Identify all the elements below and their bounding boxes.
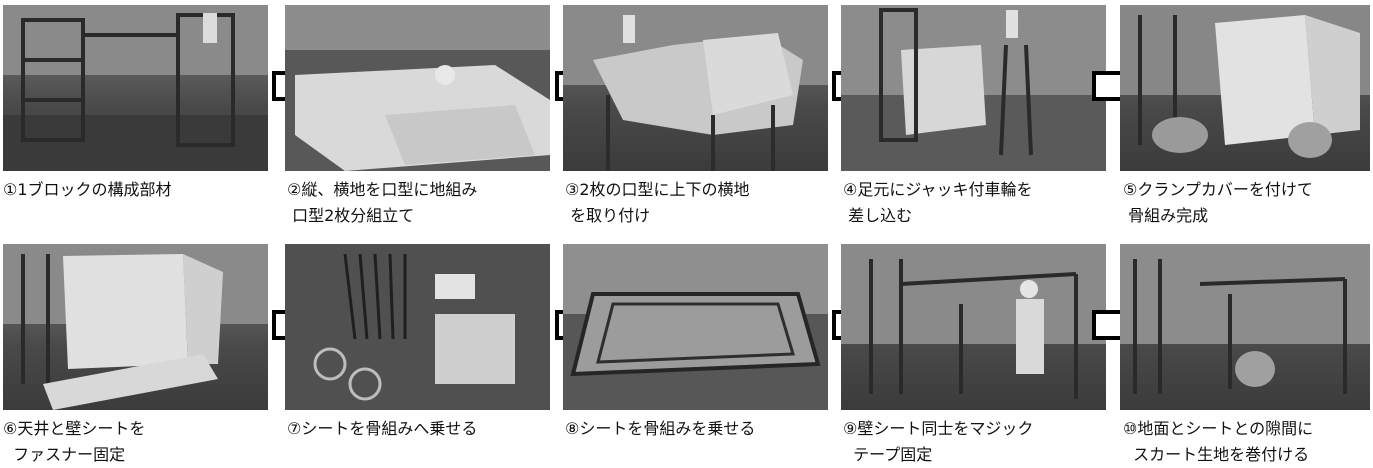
step-2-photo bbox=[285, 5, 550, 171]
step-9-photo bbox=[841, 244, 1106, 410]
step-7-photo bbox=[285, 244, 550, 410]
step-2-caption: ②縦、横地を口型に地組み 口型2枚分組立て bbox=[287, 180, 478, 225]
step-1-caption: ①1ブロックの構成部材 bbox=[3, 180, 172, 199]
step-3-caption: ③2枚の口型に上下の横地 を取り付け bbox=[565, 180, 750, 225]
step-1-photo bbox=[3, 5, 268, 171]
step-5-caption: ⑤クランプカバーを付けて 骨組み完成 bbox=[1123, 180, 1313, 225]
step-9-caption: ⑨壁シート同士をマジック テープ固定 bbox=[843, 419, 1034, 464]
step-6-caption: ⑥天井と壁シートを ファスナー固定 bbox=[3, 419, 146, 464]
step-8-caption: ⑧シートを骨組みを乗せる bbox=[565, 419, 756, 438]
step-10-photo bbox=[1120, 244, 1370, 410]
step-10-caption: ⑩地面とシートとの隙間に スカート生地を巻付ける bbox=[1123, 419, 1314, 464]
step-4-photo bbox=[841, 5, 1106, 171]
step-6-photo bbox=[3, 244, 268, 410]
step-3-photo bbox=[563, 5, 828, 171]
step-4-caption: ④足元にジャッキ付車輪を 差し込む bbox=[843, 180, 1033, 225]
step-7-caption: ⑦シートを骨組みへ乗せる bbox=[287, 419, 478, 438]
step-8-photo bbox=[563, 244, 828, 410]
step-5-photo bbox=[1120, 5, 1370, 171]
